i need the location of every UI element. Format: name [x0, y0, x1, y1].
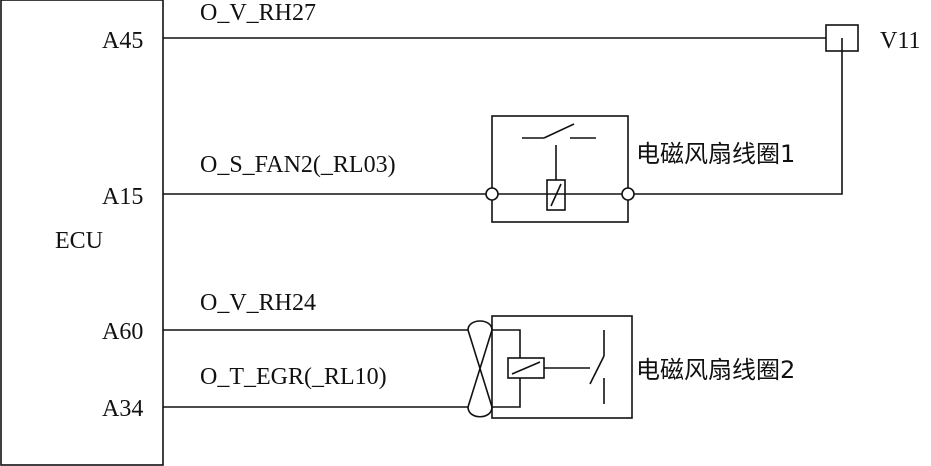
relay-1-label: 电磁风扇线圈1 — [636, 140, 795, 168]
pin-a60-label: A60 — [102, 319, 143, 345]
relay-1-terminal-left — [485, 187, 499, 201]
relay-2-housing — [491, 315, 633, 419]
connector-v11-label: V11 — [880, 28, 920, 54]
connector-v11-return-wire — [628, 51, 843, 195]
relay-2-coil-return — [492, 378, 521, 408]
signal-a60-label: O_V_RH24 — [200, 290, 316, 316]
relay-2-connector — [467, 320, 493, 418]
relay-2-contact-blade — [589, 355, 605, 385]
connector-2-bottom-cap — [467, 406, 493, 418]
relay-1-housing — [491, 115, 629, 223]
ecu-label: ECU — [55, 228, 103, 254]
relay-2: 电磁风扇线圈2 — [491, 315, 795, 419]
wire-a60: O_V_RH24 — [163, 290, 468, 331]
wire-a45: O_V_RH27 — [163, 0, 826, 39]
signal-a15-label: O_S_FAN2(_RL03) — [200, 152, 396, 178]
connector-2-cross-b — [467, 329, 493, 408]
relay-2-coil-feed — [492, 329, 521, 358]
wire-a34: O_T_EGR(_RL10) — [163, 364, 468, 408]
relay-1-contact-blade — [543, 123, 575, 139]
signal-a45-label: O_V_RH27 — [200, 0, 316, 26]
ecu-block: ECU A45 A15 A60 A34 — [0, 0, 164, 466]
relay-1-coil-diagonal — [550, 183, 562, 207]
relay-1: 电磁风扇线圈1 — [485, 115, 795, 223]
pin-a15-label: A15 — [102, 184, 143, 210]
pin-a45-label: A45 — [102, 28, 143, 54]
signal-a34-label: O_T_EGR(_RL10) — [200, 364, 387, 390]
relay-2-label: 电磁风扇线圈2 — [636, 356, 795, 384]
relay-1-terminal-right — [621, 187, 635, 201]
connector-2-top-cap — [467, 320, 493, 331]
wire-a15: O_S_FAN2(_RL03) — [163, 152, 486, 195]
ecu-outline — [0, 0, 164, 466]
connector-v11: V11 — [628, 24, 920, 195]
relay-2-coil-diagonal — [511, 361, 541, 375]
pin-a34-label: A34 — [102, 396, 143, 422]
